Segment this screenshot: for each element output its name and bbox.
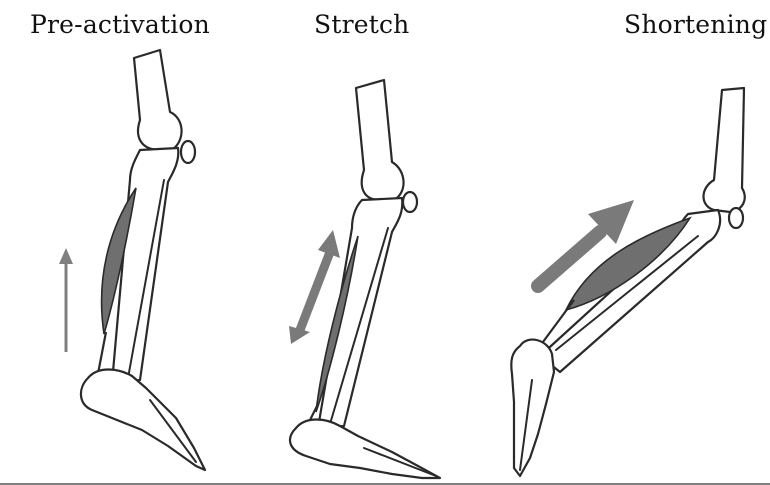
femur (704, 88, 745, 212)
patella (181, 141, 195, 163)
double-arrow-shaft (300, 252, 330, 330)
leg-shortening (511, 88, 744, 476)
foot (81, 370, 205, 471)
tibia (112, 148, 178, 383)
patella (729, 208, 743, 228)
foot (511, 340, 554, 476)
patella (403, 192, 417, 212)
leg-pre-activation (59, 50, 205, 470)
leg-stretch (289, 80, 440, 478)
femur (356, 80, 404, 200)
double-arrow-up-icon (318, 230, 340, 258)
femur (134, 50, 182, 150)
tibia (318, 198, 402, 428)
upward-arrow-icon (59, 248, 73, 264)
